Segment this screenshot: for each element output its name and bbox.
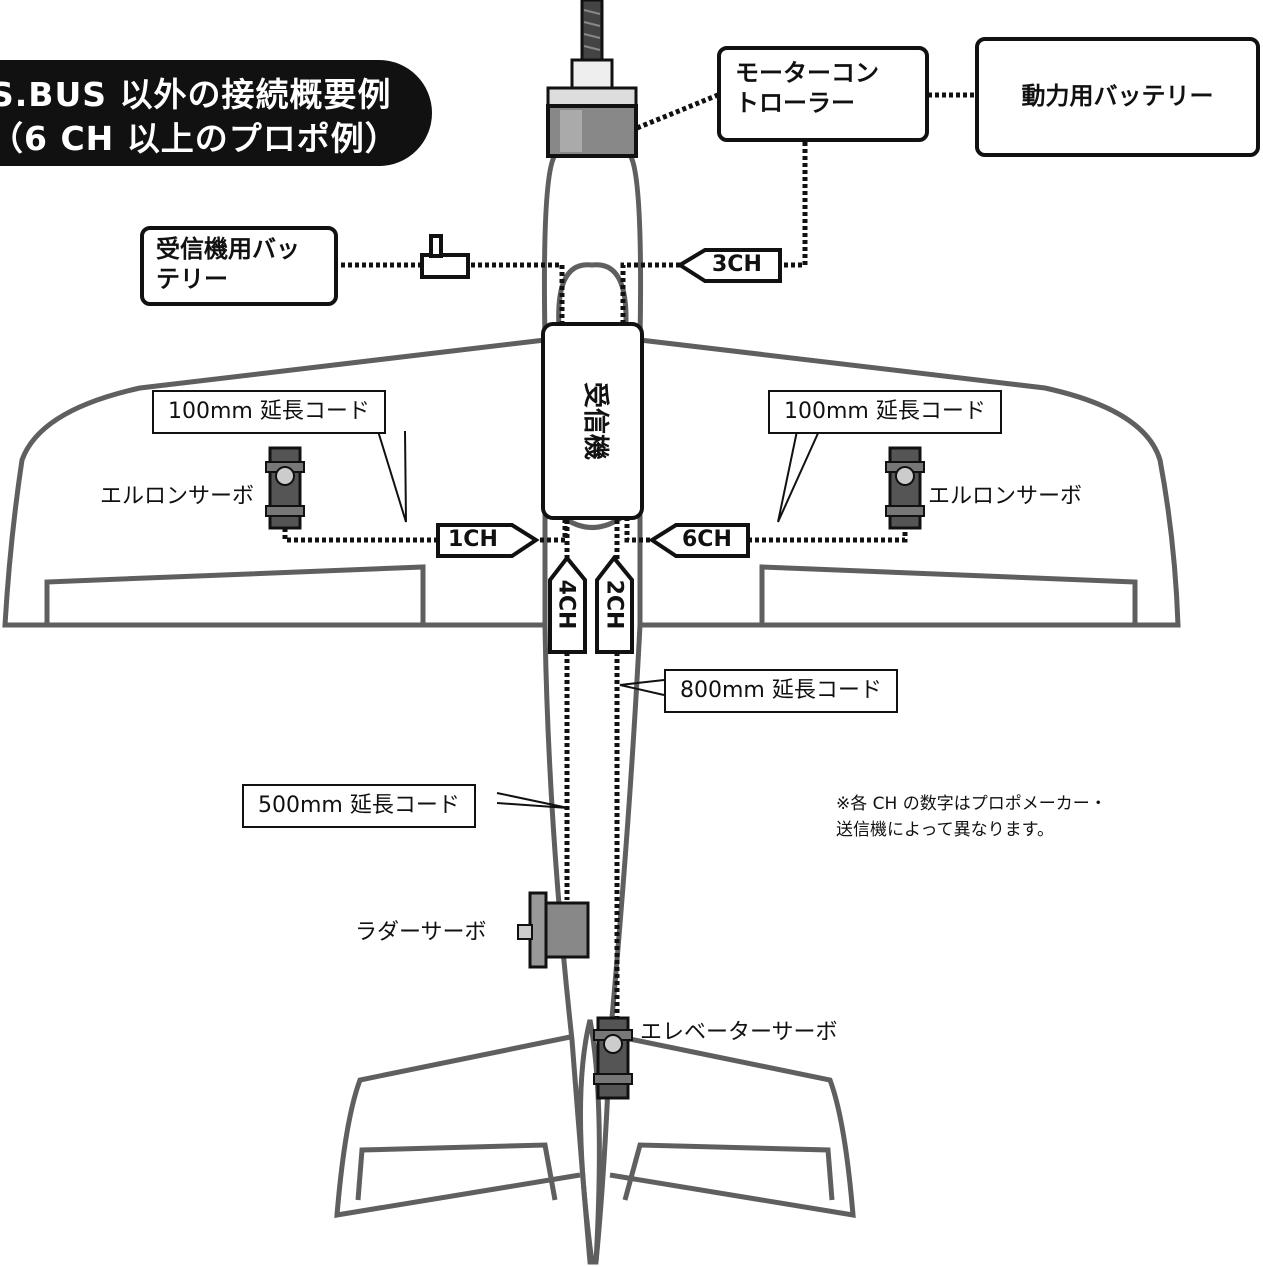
title-line-2: （6 CH 以上のプロポ例） (0, 119, 399, 158)
title-line-1: S.BUS 以外の接続概要例 (0, 75, 392, 114)
ch4-label: 4CH (553, 579, 579, 630)
servo-left-aileron (265, 446, 305, 530)
tail-plane (334, 1032, 856, 1218)
ch1-label: 1CH (448, 527, 498, 552)
channel-tags (436, 248, 782, 654)
rudder-servo-label: ラダーサーボ (355, 920, 487, 945)
servo-rudder (517, 891, 590, 969)
left-aileron-servo-label: エルロンサーボ (100, 484, 255, 509)
tag-1ch (436, 523, 540, 558)
right-aileron-servo-label: エルロンサーボ (928, 484, 1083, 509)
receiver-label: 受信機 (580, 381, 610, 460)
elevator-servo-label: エレベーターサーボ (640, 1020, 838, 1045)
power-battery-label: 動力用バッテリー (1021, 82, 1214, 110)
wiring (282, 92, 975, 1018)
motor-controller-line-1: モーターコン (735, 59, 879, 87)
servo-right-aileron (885, 446, 925, 530)
channel-note-line-1: ※各 CH の数字はプロポメーカー・ (836, 794, 1107, 814)
channel-note: ※各 CH の数字はプロポメーカー・ 送信機によって異なります。 (836, 791, 1107, 843)
motor-controller-box: モーターコン トローラー (717, 46, 929, 142)
channel-note-line-2: 送信機によって異なります。 (836, 820, 1054, 840)
power-battery-box: 動力用バッテリー (975, 37, 1260, 157)
ch2-label: 2CH (601, 579, 627, 630)
left-aileron-extension-label: 100mm 延長コード (152, 390, 386, 434)
receiver-box: 受信機 (541, 322, 644, 520)
diagram-title: S.BUS 以外の接続概要例 （6 CH 以上のプロポ例） (0, 60, 432, 166)
callout-pointers (377, 430, 820, 809)
elevator-extension-label: 800mm 延長コード (664, 669, 898, 713)
tag-2ch (595, 554, 634, 654)
ch6-label: 6CH (682, 527, 732, 552)
receiver-switch (420, 234, 470, 279)
right-aileron-extension-label: 100mm 延長コード (768, 390, 1002, 434)
tag-4ch (548, 554, 587, 654)
motor (546, 0, 638, 158)
motor-controller-line-2: トローラー (735, 89, 855, 117)
receiver-battery-line-1: 受信機用バッ (156, 235, 300, 263)
tag-6ch (648, 523, 750, 558)
servo-elevator (593, 1016, 633, 1100)
receiver-battery-box: 受信機用バッ テリー (140, 226, 338, 306)
main-wing (2, 337, 1181, 628)
ch3-label: 3CH (712, 252, 762, 277)
tag-3ch (676, 248, 782, 283)
receiver-battery-line-2: テリー (156, 265, 228, 293)
rudder-extension-label: 500mm 延長コード (242, 784, 476, 828)
